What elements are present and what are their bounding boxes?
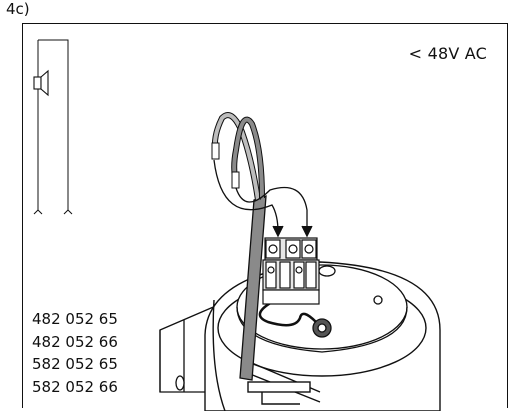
speaker-symbol-icon (33, 69, 49, 97)
part-number: 582 052 65 (32, 355, 118, 373)
voltage-label: < 48V AC (408, 44, 487, 63)
part-number-list: 482 052 65 482 052 66 582 052 65 582 052… (32, 308, 118, 398)
schematic-wiring (33, 39, 73, 215)
figure-frame (22, 23, 508, 408)
terminal-block (262, 237, 320, 305)
part-number: 482 052 65 (32, 310, 118, 328)
internal-wire (258, 300, 317, 327)
part-number: 482 052 66 (32, 332, 118, 351)
cable-pair (211, 112, 265, 201)
figure-label: 4c) (6, 0, 30, 18)
part-number: 582 052 66 (32, 377, 118, 396)
connector-arrow-icon (213, 159, 313, 238)
